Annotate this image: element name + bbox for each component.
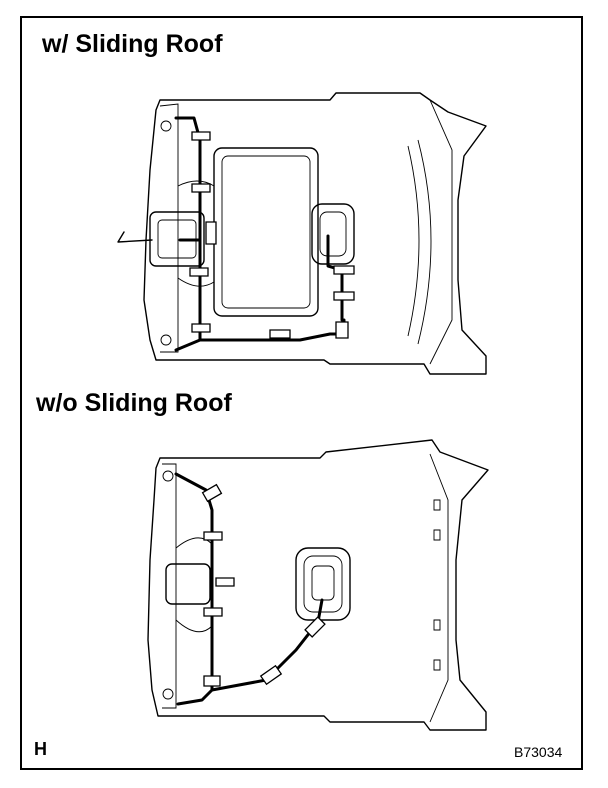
wire-clamp <box>204 676 220 686</box>
fastener-icon <box>163 689 173 699</box>
wire-clamp <box>305 617 325 637</box>
wire-clamp <box>334 292 354 300</box>
fastener-icon <box>163 471 173 481</box>
wire-clamp <box>336 322 348 338</box>
wire-clamp <box>192 324 210 332</box>
panel-heading-without-sliding-roof: w/o Sliding Roof <box>36 389 232 417</box>
wire-clamp <box>270 330 290 338</box>
wire-clamp <box>192 132 210 140</box>
wire-clamp <box>204 532 222 540</box>
wire-clamp <box>192 184 210 192</box>
wire-clamp <box>334 266 354 274</box>
corner-letter: H <box>34 739 47 759</box>
dome-light-housing <box>296 548 350 620</box>
wire-harness <box>176 474 212 704</box>
headliner-outline <box>144 93 486 374</box>
fastener-icon <box>161 335 171 345</box>
wire-clamp <box>190 268 208 276</box>
wire-clamp <box>261 666 281 685</box>
map-light-housing <box>150 212 204 266</box>
wire-clamp <box>206 222 216 244</box>
wire-clamp <box>203 485 222 502</box>
wire-clamp <box>216 578 234 586</box>
wire-clamp <box>204 608 222 616</box>
panel-heading-with-sliding-roof: w/ Sliding Roof <box>42 30 223 58</box>
dome-light-housing <box>312 204 354 264</box>
map-light-housing <box>166 564 210 604</box>
figure-id: B73034 <box>514 744 563 760</box>
figure-frame <box>20 16 583 770</box>
fastener-icon <box>161 121 171 131</box>
headliner-outline <box>148 440 488 730</box>
